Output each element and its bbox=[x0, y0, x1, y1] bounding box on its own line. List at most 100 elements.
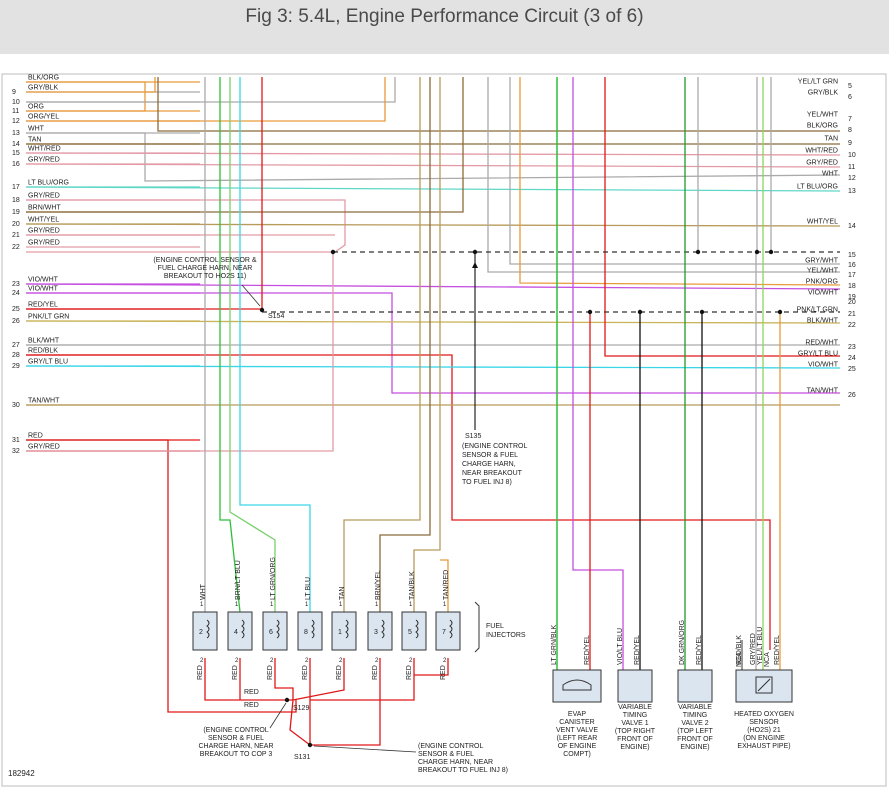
wire-inj1 bbox=[343, 77, 421, 612]
wire-vio-wht-24 bbox=[26, 292, 840, 394]
component-body bbox=[735, 669, 793, 703]
component-name-line: ENGINE) bbox=[620, 744, 649, 751]
left-wire-label: GRY/RED bbox=[28, 240, 60, 247]
left-pin-number: 15 bbox=[12, 150, 20, 157]
component-wire-label: RED/YEL bbox=[584, 635, 591, 665]
right-wire-label: WHT/YEL bbox=[807, 219, 838, 226]
left-pin-number: 21 bbox=[12, 232, 20, 239]
right-wire-label: WHT/RED bbox=[805, 148, 838, 155]
splice-note: CHARGE HARN, bbox=[462, 461, 516, 468]
component-name-line: VALVE 1 bbox=[621, 720, 648, 727]
right-wire-label: YEL/WHT bbox=[807, 268, 839, 275]
coil-icon bbox=[241, 619, 245, 639]
right-pin-number: 26 bbox=[848, 392, 856, 399]
injector-body bbox=[262, 611, 288, 651]
wire-inj7 bbox=[440, 559, 449, 612]
wire-gry-red bbox=[25, 163, 841, 168]
component-name-line: OF ENGINE bbox=[558, 743, 597, 750]
left-pin-number: 13 bbox=[12, 130, 20, 137]
left-pin-number: 17 bbox=[12, 184, 20, 191]
splice-s131 bbox=[307, 742, 313, 748]
wire-red-blk bbox=[26, 354, 771, 650]
splice-note: FUEL CHARGE HARN, NEAR bbox=[158, 265, 253, 272]
right-pin-number: 24 bbox=[848, 355, 856, 362]
splice-s154 bbox=[259, 307, 265, 313]
wire-red-wht bbox=[604, 77, 840, 357]
splice-note: BREAKOUT TO FUEL INJ 8) bbox=[418, 767, 508, 774]
left-wire-label: WHT bbox=[28, 126, 45, 133]
injector-body bbox=[435, 611, 461, 651]
component bbox=[552, 669, 602, 703]
injector-red-label: RED bbox=[406, 665, 413, 680]
left-pin-number: 29 bbox=[12, 363, 20, 370]
wire-yel-wht bbox=[487, 77, 840, 273]
right-pin-number: 9 bbox=[848, 140, 852, 147]
coil-icon bbox=[345, 619, 349, 639]
inj-red-1 bbox=[292, 658, 345, 701]
splice-dot bbox=[637, 309, 643, 315]
coil-icon bbox=[449, 619, 453, 639]
wire-wht bbox=[26, 132, 841, 182]
left-pin-number: 30 bbox=[12, 402, 20, 409]
right-wire-label: VIO/WHT bbox=[808, 362, 839, 369]
injector-pin: 2 bbox=[270, 658, 274, 664]
splice-note: (ENGINE CONTROL bbox=[203, 727, 268, 734]
injector-pin: 1 bbox=[443, 602, 447, 608]
component-name-line: COMPT) bbox=[563, 751, 591, 758]
red-wire-label: RED bbox=[244, 702, 259, 709]
nca-label: NCA bbox=[736, 652, 743, 667]
right-wire-label: GRY/WHT bbox=[805, 258, 839, 265]
component bbox=[677, 669, 713, 703]
right-pin-number: 19 bbox=[848, 294, 856, 301]
wire-layer bbox=[25, 77, 841, 746]
injector-number: 7 bbox=[442, 629, 446, 636]
injector-body bbox=[297, 611, 323, 651]
wire-gry-red-32 bbox=[26, 253, 334, 452]
right-pin-number: 22 bbox=[848, 322, 856, 329]
injector-number: 8 bbox=[304, 629, 308, 636]
arrow-icon bbox=[472, 262, 478, 268]
wire-inj5 bbox=[413, 77, 441, 612]
injector-wire-label: LT GRN/ORG bbox=[270, 557, 277, 600]
left-wire-label: BLK/WHT bbox=[28, 338, 60, 345]
figure-title: Fig 3: 5.4L, Engine Performance Circuit … bbox=[245, 6, 644, 27]
inj-red-5 bbox=[310, 658, 415, 701]
injector-number: 5 bbox=[408, 629, 412, 636]
component bbox=[617, 669, 653, 703]
splice-note: (ENGINE CONTROL SENSOR & bbox=[153, 257, 257, 264]
wire-pnk-ltgrn bbox=[25, 320, 841, 324]
left-pin-number: 23 bbox=[12, 281, 20, 288]
fuel-injector: 8 bbox=[297, 611, 323, 651]
wire-gry-red-18 bbox=[26, 199, 346, 253]
component-name-line: ENGINE) bbox=[680, 744, 709, 751]
component-name-line: HEATED OXYGEN bbox=[734, 711, 794, 718]
left-wire-label: GRY/LT BLU bbox=[28, 359, 68, 366]
injector-pin: 1 bbox=[305, 602, 309, 608]
component-wire-label: YEL/LT BLU bbox=[757, 627, 764, 665]
injector-pin: 1 bbox=[235, 602, 239, 608]
right-wire-label: LT BLU/ORG bbox=[797, 184, 838, 191]
injector-number: 2 bbox=[199, 629, 203, 636]
left-pin-number: 19 bbox=[12, 209, 20, 216]
splice-note: (ENGINE CONTROL bbox=[462, 443, 527, 450]
injector-red-label: RED bbox=[336, 665, 343, 680]
left-wire-label: TAN/WHT bbox=[28, 398, 60, 405]
left-pin-number: 25 bbox=[12, 306, 20, 313]
left-pin-number: 26 bbox=[12, 318, 20, 325]
splice-pointer bbox=[241, 284, 261, 307]
wire-wht-red bbox=[25, 152, 841, 156]
splice-s129 bbox=[284, 697, 290, 703]
left-pin-number: 14 bbox=[12, 141, 20, 148]
splice-note: CHARGE HARN, NEAR bbox=[198, 743, 273, 750]
left-wire-label: PNK/LT GRN bbox=[28, 314, 69, 321]
coil-icon bbox=[381, 619, 385, 639]
wire-pnk-org bbox=[519, 77, 841, 286]
red-wire-label: RED bbox=[244, 689, 259, 696]
splice-label: S154 bbox=[268, 313, 284, 320]
wire-inj8 bbox=[239, 77, 311, 612]
fuel-injectors-label: FUEL bbox=[486, 623, 504, 630]
left-pin-number: 12 bbox=[12, 118, 20, 125]
injector-body bbox=[367, 611, 393, 651]
left-wire-label: RED/BLK bbox=[28, 348, 58, 355]
wire-ltblu-org bbox=[25, 186, 841, 192]
